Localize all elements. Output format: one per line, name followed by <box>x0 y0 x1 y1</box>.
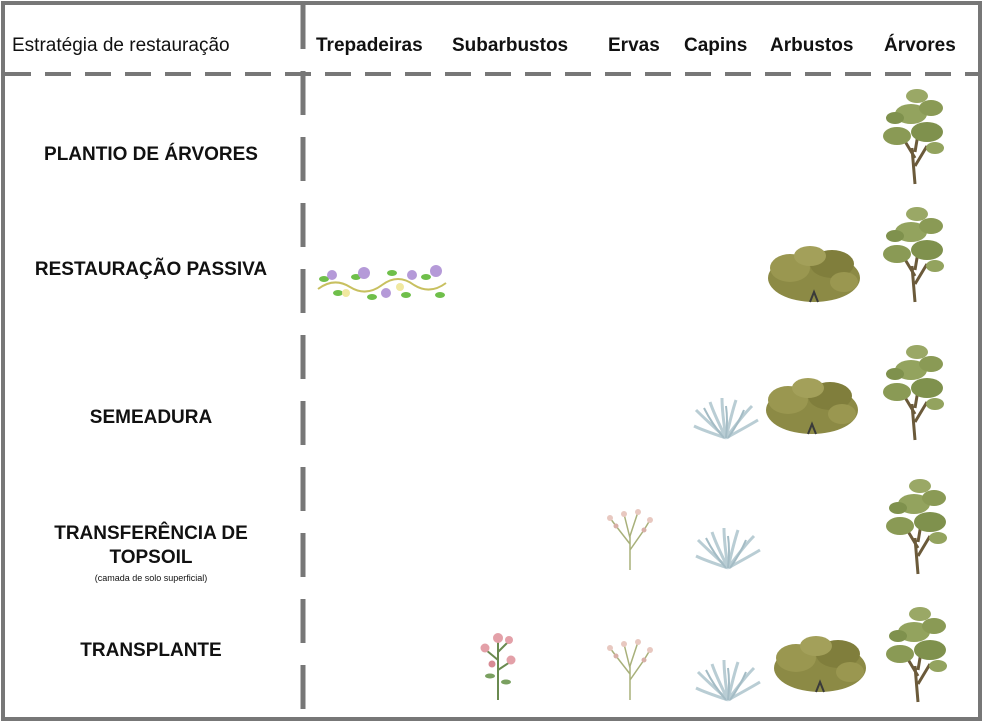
row-label-plantio: PLANTIO DE ÁRVORES <box>44 144 258 165</box>
row-label-topsoil-sub: (camada de solo superficial) <box>94 573 208 583</box>
header-strategy: Estratégia de restauração <box>12 35 230 56</box>
grass-icon <box>694 658 762 702</box>
herb-icon <box>606 508 654 571</box>
row-label-semeadura: SEMEADURA <box>89 407 213 428</box>
row-label-transplante: TRANSPLANTE <box>80 640 222 661</box>
tree-icon <box>881 205 946 304</box>
row-label-restauracao-passiva: RESTAURAÇÃO PASSIVA <box>34 259 268 280</box>
shrub-icon <box>773 635 867 693</box>
header-arbustos: Arbustos <box>770 35 854 56</box>
tree-icon <box>881 87 946 186</box>
shrub-icon <box>767 245 861 303</box>
herb-icon <box>606 638 654 701</box>
header-arvores: Árvores <box>884 35 956 56</box>
grass-icon <box>692 396 760 440</box>
shrub-icon <box>765 377 859 435</box>
header-subarbustos: Subarbustos <box>452 35 569 56</box>
tree-icon <box>881 343 946 442</box>
header-trepadeiras: Trepadeiras <box>316 35 423 56</box>
row-label-topsoil: TRANSFERÊNCIA DE TOPSOIL (camada de solo… <box>6 522 296 584</box>
row-label-topsoil-text: TRANSFERÊNCIA DE TOPSOIL <box>54 523 248 568</box>
subshrub-icon <box>479 632 517 701</box>
grass-icon <box>694 526 762 570</box>
tree-icon <box>884 477 949 576</box>
vine-icon <box>317 264 447 301</box>
header-ervas: Ervas <box>608 35 660 56</box>
tree-icon <box>884 605 949 704</box>
header-capins: Capins <box>684 35 748 56</box>
